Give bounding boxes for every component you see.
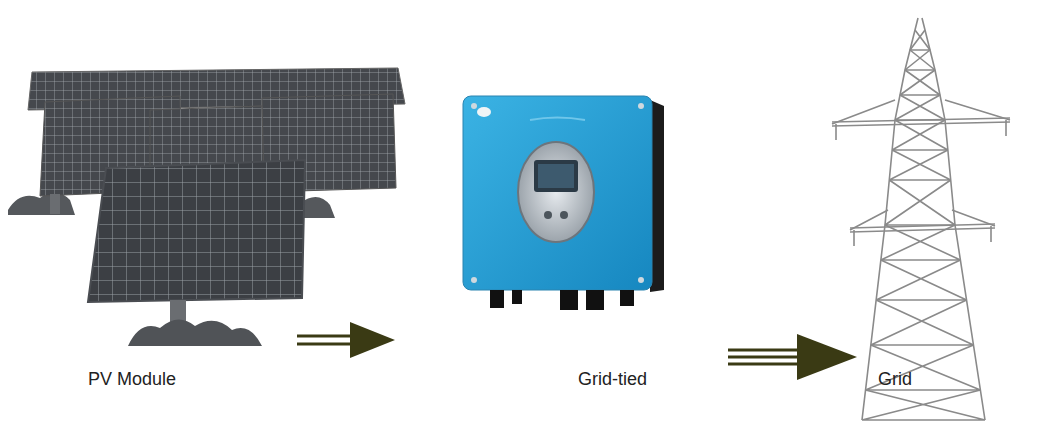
flow-arrow — [297, 322, 395, 358]
figure-node: PV Module — [60, 60, 297, 405]
tower-brace — [910, 30, 930, 50]
tower-brace — [866, 345, 981, 390]
inverter-unit — [463, 96, 664, 310]
pv-array — [8, 68, 405, 346]
tower-brace — [905, 50, 935, 70]
arrow-head — [797, 334, 857, 380]
tower-brace — [889, 150, 950, 180]
flow-arrow — [728, 334, 857, 380]
figure-caption: Grid-tied — [578, 369, 647, 391]
tower-brace — [895, 95, 945, 120]
tower-brace — [885, 180, 955, 225]
figure-node: Grid-tied — [395, 60, 728, 405]
transmission-tower — [832, 18, 1010, 420]
tower-brace — [862, 390, 985, 420]
arrow-head — [350, 322, 395, 358]
tower-brace — [892, 120, 948, 150]
figure-node: Grid — [857, 10, 1040, 415]
tower-brace — [900, 70, 940, 95]
tower-brace — [876, 260, 966, 300]
figure-caption: Grid — [878, 369, 912, 391]
tower-brace — [881, 225, 961, 260]
figure-caption: PV Module — [88, 369, 176, 391]
tower-brace — [871, 300, 974, 345]
